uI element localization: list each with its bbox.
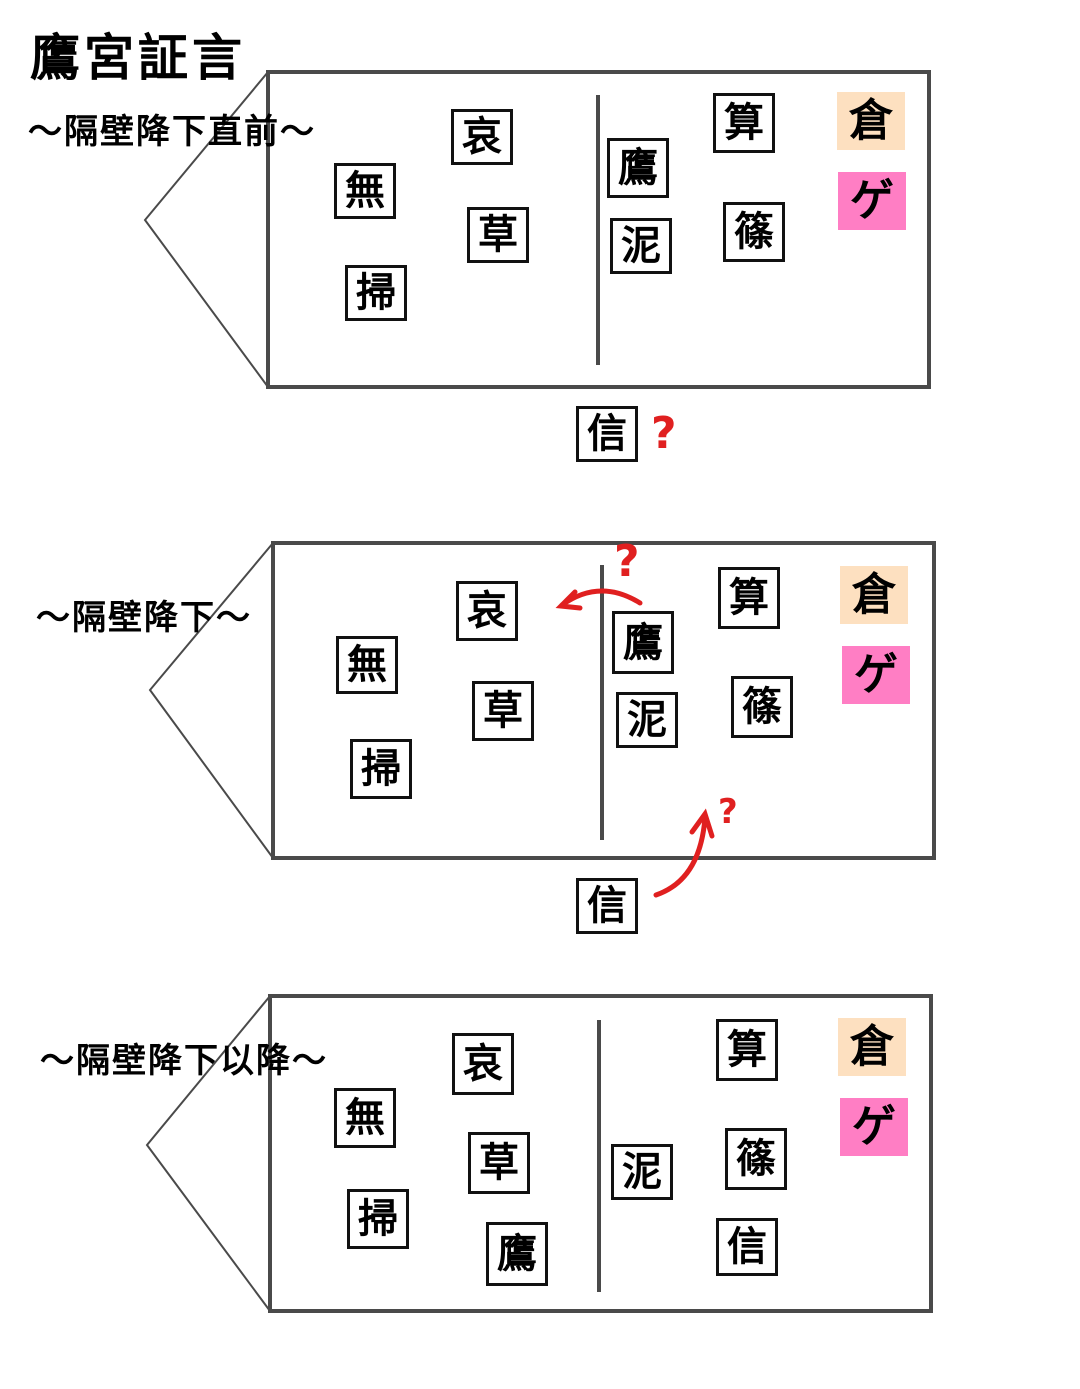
diagram-title: 鷹宮証言 (30, 28, 246, 87)
tag-kura: 倉 (840, 566, 908, 624)
person-tile: 哀 (451, 109, 513, 165)
person-tile: 無 (336, 636, 398, 694)
question-mark: ? (651, 408, 677, 459)
person-tile: 篠 (731, 676, 793, 738)
tag-ge: ゲ (842, 646, 910, 704)
person-tile: 鷹 (612, 611, 674, 674)
house-phase-2 (148, 541, 936, 860)
person-tile: 哀 (456, 581, 518, 641)
person-tile: 泥 (616, 692, 678, 748)
arrow-taka-head (555, 589, 583, 611)
person-tile: 無 (334, 1088, 396, 1148)
person-tile: 信 (716, 1218, 778, 1276)
tag-kura: 倉 (837, 92, 905, 150)
tag-kura: 倉 (838, 1018, 906, 1076)
person-tile: 鷹 (486, 1222, 548, 1286)
person-tile: 算 (713, 93, 775, 153)
person-tile: 草 (467, 207, 529, 263)
person-tile: 篠 (723, 202, 785, 262)
person-tile: 泥 (610, 218, 672, 274)
person-tile: 掃 (345, 265, 407, 321)
person-tile-outside: 信 (576, 406, 638, 462)
person-tile: 泥 (611, 1144, 673, 1200)
question-mark: ? (718, 792, 738, 832)
phase-label: ～隔壁降下以降～ (40, 1041, 328, 1081)
phase-label: ～隔壁降下～ (36, 598, 252, 638)
person-tile: 掃 (347, 1189, 409, 1249)
person-tile: 鷹 (607, 138, 669, 198)
person-tile: 草 (472, 681, 534, 741)
person-tile: 算 (716, 1019, 778, 1081)
person-tile: 算 (718, 567, 780, 629)
person-tile: 篠 (725, 1128, 787, 1190)
arrow-taka-to-left (559, 588, 643, 608)
tag-ge: ゲ (838, 172, 906, 230)
phase-label: ～隔壁降下直前～ (28, 112, 316, 152)
person-tile: 掃 (350, 739, 412, 799)
person-tile: 無 (334, 163, 396, 219)
question-mark: ? (614, 536, 640, 587)
person-tile-outside: 信 (576, 878, 638, 934)
arrow-shin-inside (653, 815, 708, 898)
person-tile: 草 (468, 1132, 530, 1194)
person-tile: 哀 (452, 1033, 514, 1095)
tag-ge: ゲ (840, 1098, 908, 1156)
arrow-shin-head (689, 808, 715, 839)
